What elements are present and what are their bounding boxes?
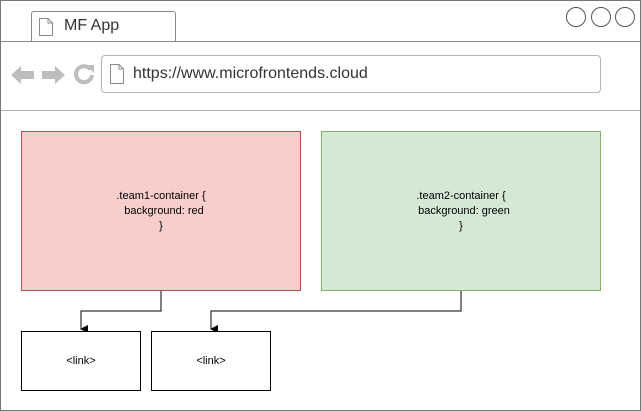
link-box: <link> [151,331,271,391]
document-icon [39,18,53,36]
back-arrow-icon[interactable] [11,65,35,85]
tab-strip: MF App [1,1,640,42]
document-icon [110,64,124,84]
link-box: <link> [21,331,141,391]
window-control-icon[interactable] [566,7,586,27]
navigation-bar: https://www.microfrontends.cloud [1,42,640,111]
team2-to-link2-arrow [210,291,462,333]
window-control-icon[interactable] [615,7,635,27]
reload-icon[interactable] [73,63,95,85]
forward-arrow-icon[interactable] [41,65,65,85]
team2-css-code: .team2-container { background: green } [416,189,510,232]
connector-arrows [80,291,462,333]
team1-container-box: .team1-container { background: red } [21,131,301,291]
browser-tab[interactable]: MF App [31,11,176,41]
team2-container-box: .team2-container { background: green } [321,131,601,291]
link-label: <link> [66,355,96,367]
url-text: https://www.microfrontends.cloud [133,65,368,82]
tab-title: MF App [64,17,120,34]
team1-to-link1-arrow [80,291,162,333]
link-label: <link> [196,355,226,367]
address-bar[interactable]: https://www.microfrontends.cloud [101,55,601,93]
window-control-icon[interactable] [591,7,611,27]
page-content: .team1-container { background: red } .te… [1,111,640,410]
team1-css-code: .team1-container { background: red } [116,189,206,232]
